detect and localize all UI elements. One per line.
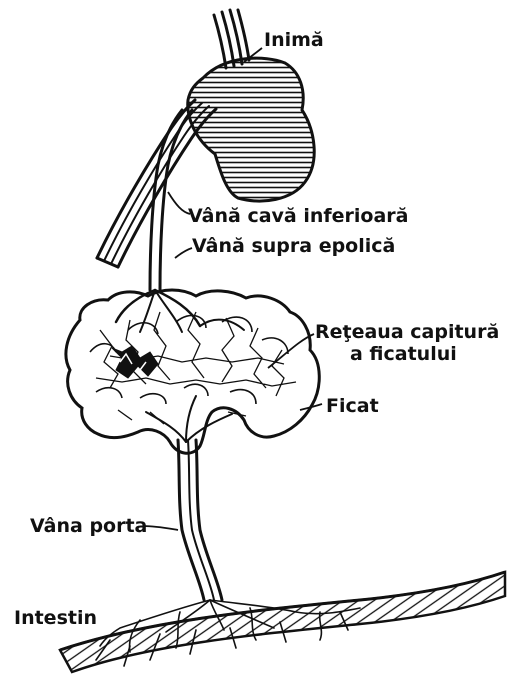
hepatic-vein-vessel (150, 110, 192, 290)
heart-shape (188, 58, 314, 201)
vena-cava-label: Vână cavă inferioară (188, 205, 409, 227)
liver-label: Ficat (326, 395, 379, 417)
hepatic-vein-label: Vână supra epolică (192, 235, 395, 257)
capillary-network-label-line2: a ficatului (350, 343, 457, 365)
capillary-network-label-line1: Reţeaua capitură (315, 321, 499, 343)
intestine-label: Intestin (14, 607, 97, 629)
portal-vein-label: Vâna porta (30, 515, 147, 537)
heart-label: Inimă (264, 29, 324, 51)
